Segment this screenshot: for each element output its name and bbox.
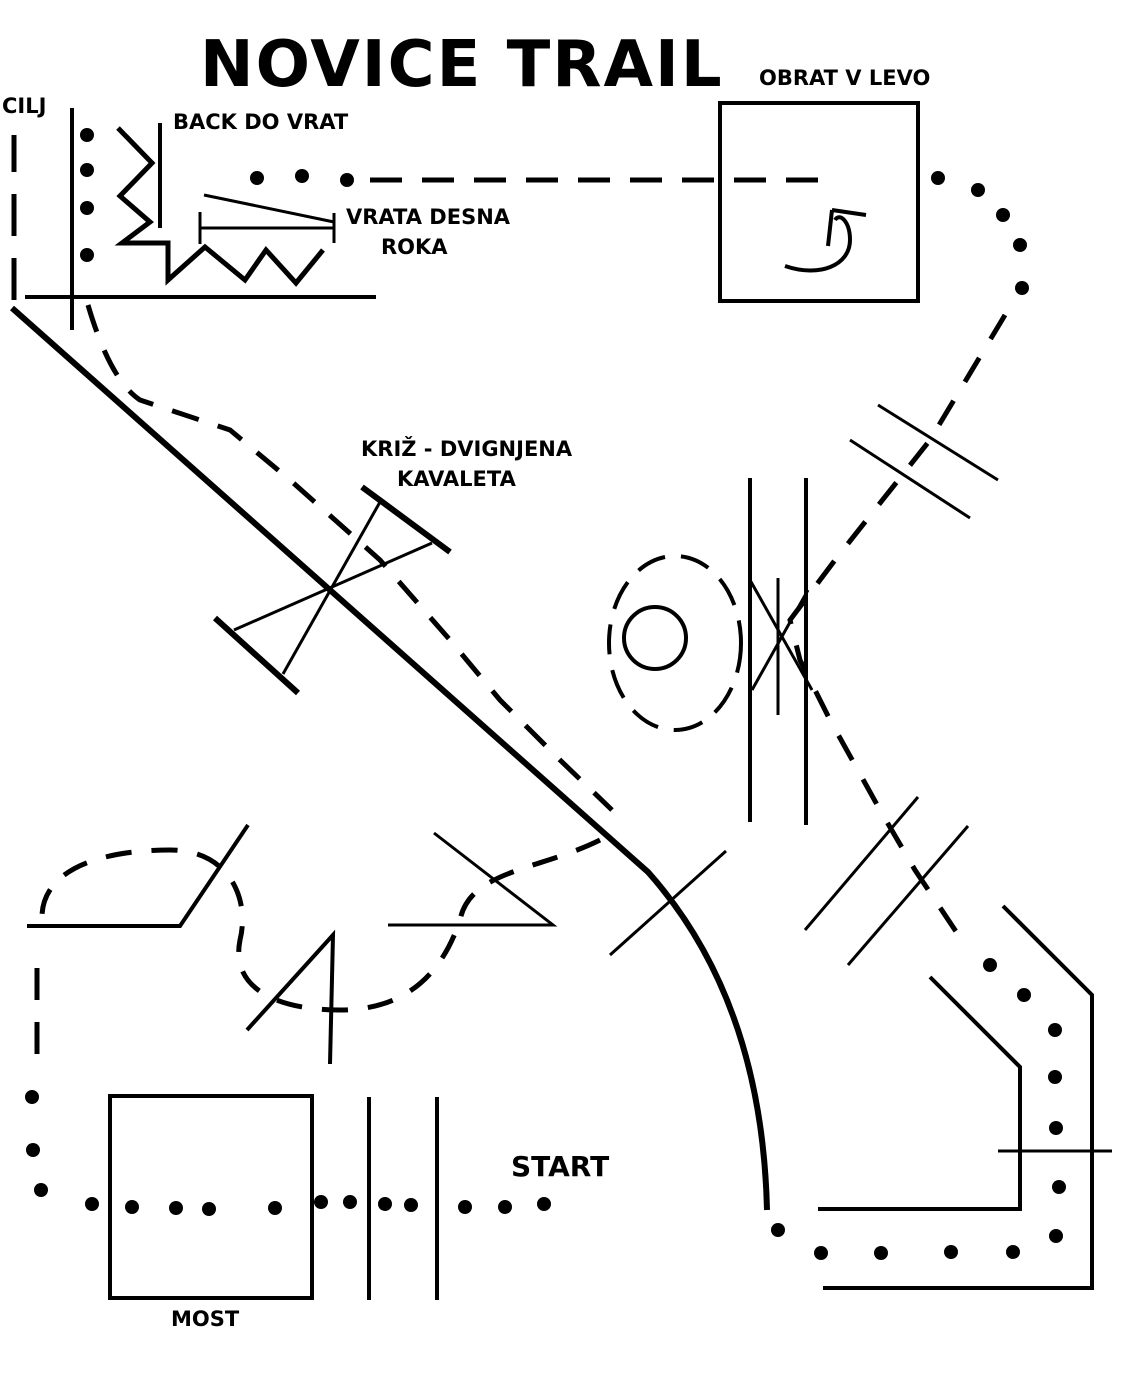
- route-dot: [404, 1198, 418, 1212]
- turn-left-label: OBRAT V LEVO: [759, 66, 931, 90]
- cross-pole-on-boundary: [608, 849, 728, 957]
- route-dot: [25, 1090, 39, 1104]
- corridor-parallel-poles: [748, 478, 808, 825]
- route-dot: [1049, 1229, 1063, 1243]
- right-wedge-rail: [388, 831, 558, 927]
- route-dot: [26, 1143, 40, 1157]
- route-dot: [537, 1197, 551, 1211]
- route-right-side: [787, 313, 1008, 947]
- finish-label: CILJ: [2, 94, 47, 118]
- route-dot: [983, 958, 997, 972]
- turn-left-box: [718, 101, 920, 303]
- route-dot: [80, 163, 94, 177]
- route-dot: [202, 1202, 216, 1216]
- route-dot: [80, 248, 94, 262]
- gate-rope: [203, 193, 335, 224]
- circle-obstacle: [607, 554, 743, 732]
- route-dashed: [34, 177, 1008, 1068]
- route-dot: [874, 1246, 888, 1260]
- route-dot: [1048, 1070, 1062, 1084]
- route-dot: [1015, 281, 1029, 295]
- route-dot: [85, 1197, 99, 1211]
- gate-right-hand-label-line1: VRATA DESNA: [346, 205, 511, 229]
- route-dot: [1017, 988, 1031, 1002]
- finish-back-gate-area: [11, 108, 376, 330]
- turn-box: [718, 101, 920, 303]
- turn-left-arrow-head: [826, 208, 867, 247]
- left-angled-rail: [27, 823, 250, 928]
- route-dot: [80, 201, 94, 215]
- route-dot: [125, 1200, 139, 1214]
- route-dot: [1052, 1180, 1066, 1194]
- circle-path-dashed: [607, 554, 743, 732]
- upper-cavaletti-pole-2: [849, 438, 971, 520]
- lower-right-cavaletti-pair: [803, 796, 970, 966]
- gate-bar-ends: [198, 212, 336, 244]
- poles-corridor: [748, 478, 814, 825]
- back-through-gate-label: BACK DO VRAT: [173, 110, 349, 134]
- corridor-cross-lines: [748, 579, 814, 691]
- lower-cavaletti-pole-1: [803, 796, 920, 931]
- route-dot: [971, 183, 985, 197]
- route-dot: [295, 169, 309, 183]
- route-dot: [996, 208, 1010, 222]
- l-corridor-outer-rail: [823, 904, 1094, 1290]
- route-figure-loop: [39, 837, 602, 1013]
- route-dot: [340, 173, 354, 187]
- lower-cavaletti-pole-2: [846, 825, 970, 966]
- upper-right-cavaletti-pair: [849, 403, 999, 520]
- cross-raised-label-line1: KRIŽ - DVIGNJENA: [361, 437, 573, 461]
- route-dot: [314, 1195, 328, 1209]
- route-dot: [34, 1183, 48, 1197]
- l-corridor-inner-rail: [818, 975, 1022, 1211]
- turn-left-arrow-curve: [784, 215, 853, 273]
- route-dot: [250, 171, 264, 185]
- start-label: START: [511, 1150, 610, 1183]
- route-dot: [169, 1201, 183, 1215]
- zigzag-back-path: [114, 126, 325, 287]
- route-dot: [1013, 238, 1027, 252]
- l-shaped-corridor: [818, 904, 1112, 1290]
- route-dot: [498, 1200, 512, 1214]
- cavaletti-end-top: [360, 484, 452, 555]
- route-dot: [814, 1246, 828, 1260]
- route-dot: [1006, 1245, 1020, 1259]
- upper-cavaletti-pole-1: [877, 403, 999, 482]
- route-dot: [343, 1195, 357, 1209]
- inner-circle-marker: [622, 605, 688, 671]
- center-wedge-rail: [245, 929, 336, 1065]
- bridge-box: [108, 1094, 314, 1300]
- bridge-obstacle: [108, 1094, 439, 1300]
- route-dot: [931, 171, 945, 185]
- start-parallel-poles: [367, 1097, 439, 1300]
- route-dot: [1049, 1121, 1063, 1135]
- route-dot: [771, 1223, 785, 1237]
- route-dotted: [25, 128, 1066, 1260]
- lower-left-obstacles: [27, 823, 558, 1065]
- diagonal-boundary-line: [10, 305, 770, 1211]
- route-dot: [1048, 1023, 1062, 1037]
- cross-raised-label-line2: KAVALETA: [397, 467, 516, 491]
- gate-right-hand-label-line2: ROKA: [381, 235, 448, 259]
- route-dot: [944, 1245, 958, 1259]
- route-dot: [378, 1197, 392, 1211]
- cavaletti-pole-b: [233, 541, 433, 632]
- route-dot: [268, 1201, 282, 1215]
- cavaletti-end-bottom: [212, 615, 301, 696]
- route-dot: [458, 1200, 472, 1214]
- diagram-title: NOVICE TRAIL: [200, 28, 724, 102]
- bridge-label: MOST: [171, 1307, 240, 1331]
- route-dot: [80, 128, 94, 142]
